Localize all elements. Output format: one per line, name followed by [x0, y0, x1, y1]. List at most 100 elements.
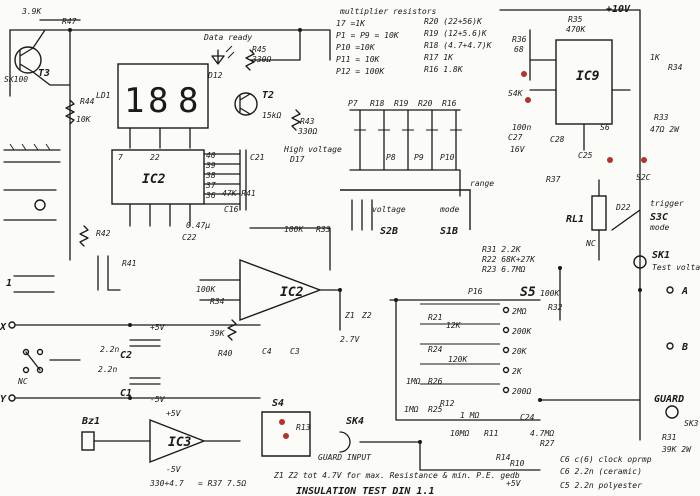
r21-note: R31 2.2K [482, 245, 522, 254]
sk3-label: SK3 [684, 419, 699, 428]
s5-pos-2m: 2MΩ [512, 307, 527, 316]
r44b-value: 15kΩ [262, 111, 281, 120]
s5-pos-20k: 20K [512, 347, 528, 356]
pot-p9: P9 [414, 153, 424, 162]
r44-label: R44 [80, 97, 95, 106]
p16-label: P16 [468, 287, 483, 296]
red-marker-ic9-c [607, 157, 613, 163]
terminal-b-label: B [681, 342, 688, 353]
relay-rl1 [591, 179, 641, 261]
range-switch-s5 [389, 299, 541, 421]
pot-r16: R16 [442, 99, 457, 108]
pot-r20: R20 [418, 99, 433, 108]
display-digit-1: 1 [124, 81, 144, 121]
terminal-x-label: X [0, 322, 7, 333]
ic2-pin-37: 37 [205, 181, 216, 190]
r12-value: 1 MΩ [460, 411, 479, 420]
c2-value: 2.2n [100, 345, 119, 354]
c16-label: C16 [224, 205, 239, 214]
left-switch-s5: NC [17, 348, 81, 386]
terminal-x[interactable] [8, 321, 16, 329]
red-marker-ic9-a [521, 71, 527, 77]
display-ld1: LD1 1 8 8 [96, 63, 209, 149]
r24-value: 120K [448, 355, 468, 364]
display-digit-3: 8 [178, 81, 198, 121]
cap-note-polyester: C5 2.2n polyester [560, 481, 642, 490]
r36-label: R36 [512, 35, 527, 44]
bottom-plus5: +5V [506, 479, 522, 488]
r40-label: R40 [218, 349, 233, 358]
ic2-opamp-label: IC2 [280, 285, 304, 300]
c22-value: 0.47μ [186, 221, 210, 230]
ld1-label: LD1 [96, 91, 110, 100]
c4-label: C4 [262, 347, 272, 356]
red-marker-s4-a [279, 419, 285, 425]
red-marker-s4-b [283, 433, 289, 439]
sk4-label: SK4 [346, 416, 364, 427]
pot-p7: P7 [348, 99, 358, 108]
trigger-label: trigger [650, 199, 684, 208]
transistor-t2 [234, 92, 258, 116]
r33-value: 100K [284, 225, 304, 234]
r31-label: R31 [662, 433, 676, 442]
socket-sk4[interactable] [339, 431, 351, 453]
ic2-pin-36: 36 [205, 191, 216, 200]
d12-label: D12 [207, 71, 223, 80]
s5-pos-2k: 2K [512, 367, 523, 376]
r14-label: R14 [496, 453, 511, 462]
r43-label: R43 [300, 117, 315, 126]
svg-text:P1 = P9 = 10K: P1 = P9 = 10K [336, 31, 400, 40]
c3-label: C3 [290, 347, 300, 356]
r42-resistor [79, 225, 89, 247]
r43-value: 330Ω [297, 127, 317, 136]
c27-voltage: 16V [510, 145, 526, 154]
s3c-mode-label: mode [649, 223, 669, 232]
r44-resistor [65, 99, 75, 125]
r21-label: R21 [428, 313, 442, 322]
r47-value: 3.9K [21, 7, 42, 16]
rl1-label: RL1 [566, 214, 584, 225]
terminal-y[interactable] [8, 394, 16, 402]
svg-text:R20 (22+56)K: R20 (22+56)K [424, 17, 483, 26]
ic3-plus5: +5V [166, 409, 182, 418]
ic2-pin-39: 39 [205, 161, 216, 170]
red-marker-ic9-b [525, 97, 531, 103]
r41-label: 47K R41 [222, 189, 256, 198]
r30-equation: = R37 7.5Ω [198, 479, 246, 488]
v27-label: 2.7V [340, 335, 360, 344]
socket-guard[interactable] [665, 405, 679, 419]
d22-label: D22 [615, 203, 631, 212]
sk100-label: SK100 [4, 75, 28, 84]
c22-label: C22 [182, 233, 197, 242]
terminal-a[interactable] [666, 286, 674, 294]
z1-label: Z1 [344, 311, 355, 320]
r26-label: R26 [428, 377, 443, 386]
guard-label: GUARD [654, 394, 684, 405]
s4-label: S4 [272, 398, 284, 409]
r44-value: 10K [76, 115, 92, 124]
r12-label: R12 [440, 399, 455, 408]
s3c-label: S3C [650, 212, 668, 223]
r11-label: R11 [484, 429, 498, 438]
r27-label: R27 [540, 439, 555, 448]
r23-note: R23 6.7MΩ [482, 265, 526, 274]
ic9-chip: IC9 [529, 39, 631, 151]
r35-label: R35 [568, 15, 583, 24]
r33b-label: R33 [654, 113, 669, 122]
ic2-pin-22: 22 [150, 153, 160, 162]
d17-label: D17 [289, 155, 305, 164]
svg-text:R16 1.8K: R16 1.8K [424, 65, 464, 74]
socket-sk1[interactable] [633, 255, 647, 269]
r11-value: 10MΩ [450, 429, 469, 438]
bz1-label: Bz1 [81, 416, 100, 427]
high-voltage-label: High voltage [283, 145, 342, 154]
terminal-b[interactable] [666, 342, 674, 350]
r10-label: R10 [510, 459, 525, 468]
sk1-label: SK1 [652, 250, 670, 261]
svg-text:R19 (12+5.6)K: R19 (12+5.6)K [424, 29, 488, 38]
r30-value: 330+4.7 [149, 479, 184, 488]
d12-led [211, 45, 235, 65]
r38-value: 39K [209, 329, 226, 338]
ic2-pin-40: 40 [206, 151, 216, 160]
caps-c1-c2: 2.2n C2 2.2n C1 [98, 339, 161, 399]
